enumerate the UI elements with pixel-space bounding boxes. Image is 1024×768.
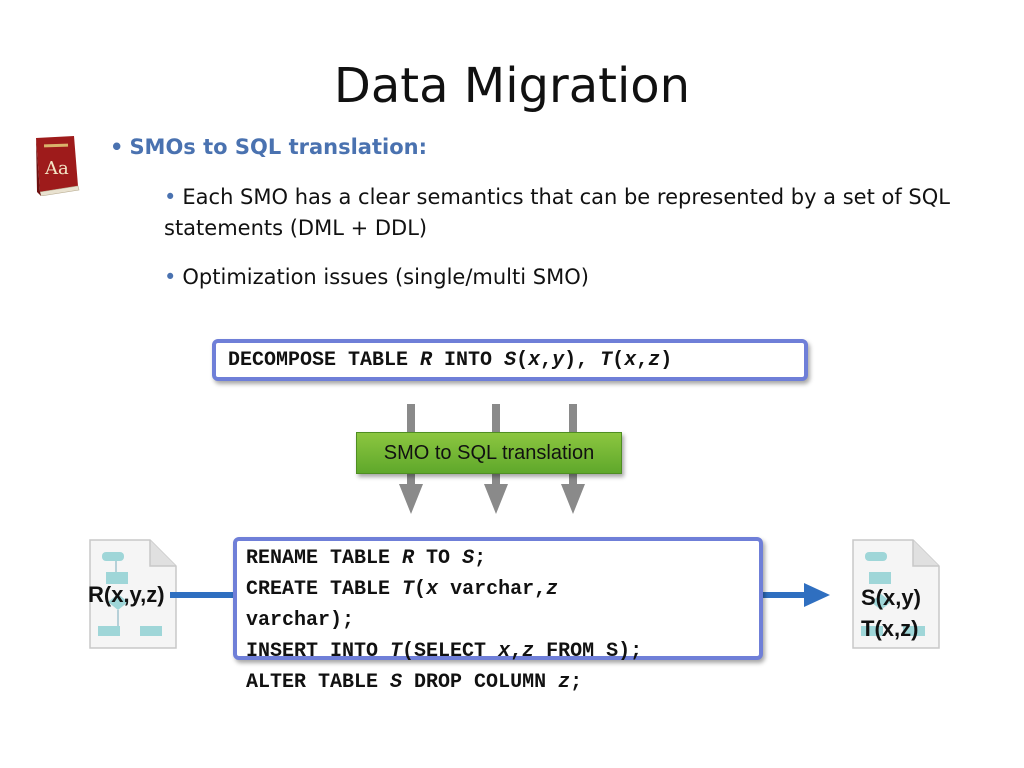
bullet-dot: • <box>110 135 124 159</box>
source-table-label: R(x,y,z) <box>88 582 165 607</box>
flow-arrow-right <box>760 583 830 607</box>
sub-bullet-optimization: •Optimization issues (single/multi SMO) <box>164 262 589 293</box>
sql-line-create: CREATE TABLE T(x varchar,z <box>246 578 559 601</box>
schema-document-icon <box>852 539 940 649</box>
flow-line-left <box>170 592 240 598</box>
sql-line-rename: RENAME TABLE R TO S; <box>246 547 487 570</box>
decompose-statement-box: DECOMPOSE TABLE R INTO S(x,y), T(x,z) <box>212 339 808 381</box>
sql-line-create-cont: varchar); <box>246 609 355 632</box>
bullet-dot: • <box>164 185 177 209</box>
target-tables-label: S(x,y) T(x,z) <box>861 582 921 644</box>
bullet-text: SMOs to SQL translation: <box>129 135 427 159</box>
dictionary-icon: Aa <box>36 136 80 196</box>
target-table-s: S(x,y) <box>861 585 921 610</box>
target-table-t: T(x,z) <box>861 616 919 641</box>
sql-line-insert: INSERT INTO T(SELECT x,z FROM S); <box>246 640 643 663</box>
sub-bullet-semantics: •Each SMO has a clear semantics that can… <box>164 182 954 244</box>
svg-text:Aa: Aa <box>44 158 69 179</box>
sql-statements: RENAME TABLE R TO S; CREATE TABLE T(x va… <box>246 543 642 698</box>
sql-line-alter: ALTER TABLE S DROP COLUMN z; <box>246 671 583 694</box>
bullet-smo-translation: •SMOs to SQL translation: <box>110 135 427 159</box>
bullet-text: Optimization issues (single/multi SMO) <box>182 265 589 289</box>
bullet-text: Each SMO has a clear semantics that can … <box>164 185 950 240</box>
smo-to-sql-label: SMO to SQL translation <box>356 432 622 474</box>
slide-title: Data Migration <box>333 58 691 114</box>
sql-statements-box <box>233 537 763 660</box>
schema-document-icon <box>89 539 177 649</box>
bullet-dot: • <box>164 265 177 289</box>
